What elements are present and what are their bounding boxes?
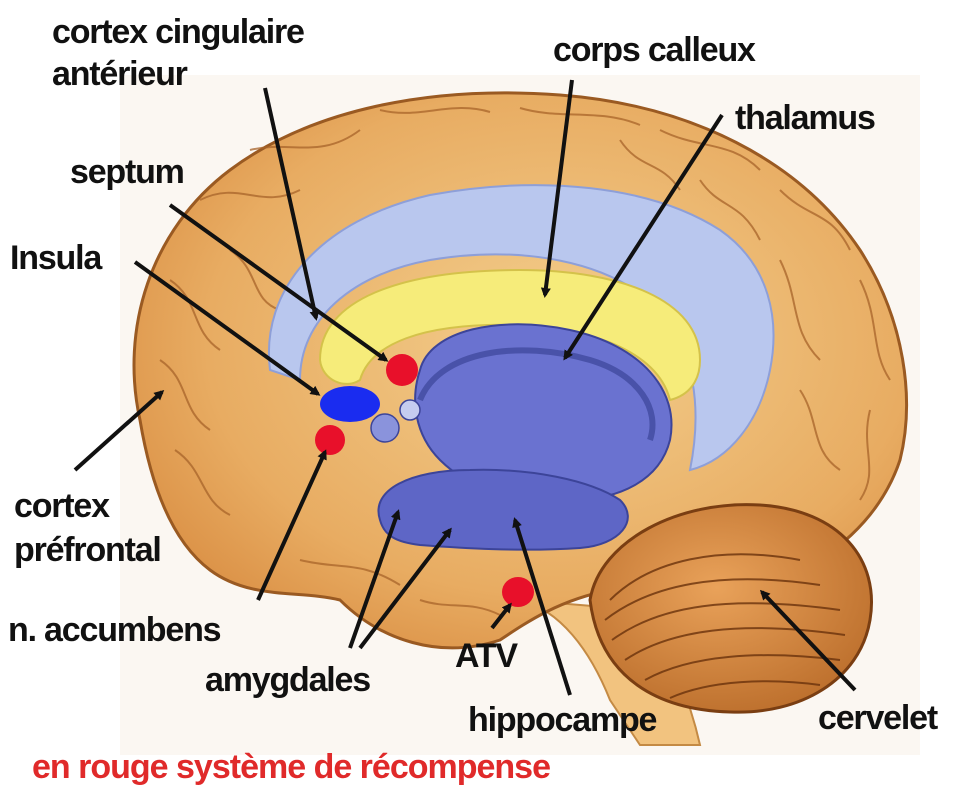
- label-insula: Insula: [10, 238, 101, 278]
- atv-reward-marker: [502, 577, 534, 607]
- label-prefrontal: préfrontal: [14, 530, 161, 570]
- label-cortex-cingulaire: cortex cingulaire: [52, 12, 304, 52]
- label-thalamus: thalamus: [735, 98, 875, 138]
- accumbens-reward-marker: [315, 425, 345, 455]
- label-anterieur: antérieur: [52, 54, 187, 94]
- anterior-commissure: [400, 400, 420, 420]
- label-amygdales: amygdales: [205, 660, 370, 700]
- label-corps-calleux: corps calleux: [553, 30, 755, 70]
- label-hippocampe: hippocampe: [468, 700, 656, 740]
- label-n-accumbens: n. accumbens: [8, 610, 220, 650]
- septal-nucleus: [371, 414, 399, 442]
- label-atv: ATV: [455, 636, 517, 676]
- label-septum: septum: [70, 152, 184, 192]
- insula-marker: [320, 386, 380, 422]
- septum-reward-marker: [386, 354, 418, 386]
- label-cortex: cortex: [14, 486, 109, 526]
- legend-caption: en rouge système de récompense: [32, 748, 550, 787]
- label-cervelet: cervelet: [818, 698, 937, 738]
